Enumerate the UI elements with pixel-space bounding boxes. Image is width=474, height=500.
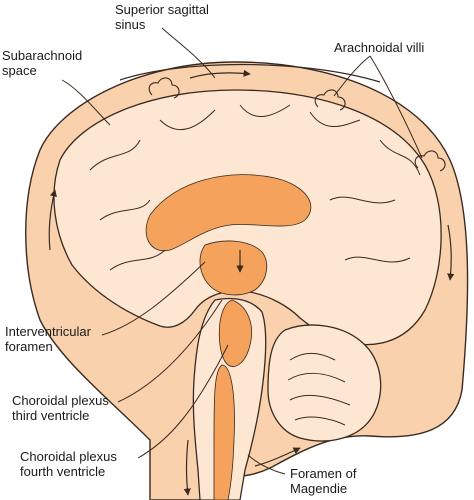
flow-arrow-right — [447, 224, 455, 281]
leader-lines — [61, 27, 423, 475]
label-choroidal-plexus-fourth: Choroidal plexus fourth ventricle — [20, 449, 117, 479]
arachnoidal-villus-1 — [148, 77, 180, 99]
label-subarachnoid-space: Subarachnoid space — [2, 48, 82, 78]
flow-arrow-bottom — [254, 447, 301, 467]
label-subarachnoid-space-line-1: Subarachnoid — [2, 48, 83, 63]
label-arachnoidal-villi: Arachnoidal villi — [334, 40, 424, 55]
label-subarachnoid-space-line-2: space — [2, 63, 37, 78]
label-interventricular-foramen-line-1: Interventricular — [5, 324, 91, 339]
label-superior-sagittal-sinus-line-1: Superior sagittal — [115, 2, 209, 17]
label-superior-sagittal-sinus-line-2: sinus — [115, 17, 146, 32]
label-superior-sagittal-sinus: Superior sagittal sinus — [115, 2, 209, 32]
arachnoidal-villus-2 — [314, 89, 346, 111]
gyri-lines — [89, 104, 421, 271]
flow-arrow-top — [189, 69, 251, 79]
label-interventricular-foramen: Interventricular foramen — [5, 324, 91, 354]
label-choroidal-plexus-fourth-line-2: fourth ventricle — [20, 464, 106, 479]
label-foramen-of-magendie-line-2: Magendie — [290, 481, 348, 496]
superior-sagittal-sinus-band — [119, 63, 381, 83]
cerebellum — [267, 324, 382, 442]
lateral-ventricle — [145, 174, 312, 252]
label-arachnoidal-villi-line-1: Arachnoidal villi — [334, 40, 425, 55]
central-canal — [213, 364, 235, 500]
fourth-ventricle — [218, 299, 252, 367]
label-choroidal-plexus-third-line-1: Choroidal plexus — [12, 393, 109, 408]
label-choroidal-plexus-third-line-2: third ventricle — [12, 408, 90, 423]
label-foramen-of-magendie-line-1: Foramen of — [290, 466, 357, 481]
label-choroidal-plexus-fourth-line-1: Choroidal plexus — [20, 449, 117, 464]
flow-arrow-spinal — [183, 439, 191, 496]
flow-arrow-left — [48, 189, 57, 251]
label-choroidal-plexus-third: Choroidal plexus third ventricle — [12, 393, 109, 423]
cerebellum-folia — [287, 352, 351, 426]
arachnoidal-villus-3 — [414, 150, 446, 172]
third-ventricle — [199, 240, 268, 296]
label-foramen-of-magendie: Foramen of Magendie — [290, 466, 356, 496]
label-interventricular-foramen-line-2: foramen — [5, 339, 53, 354]
